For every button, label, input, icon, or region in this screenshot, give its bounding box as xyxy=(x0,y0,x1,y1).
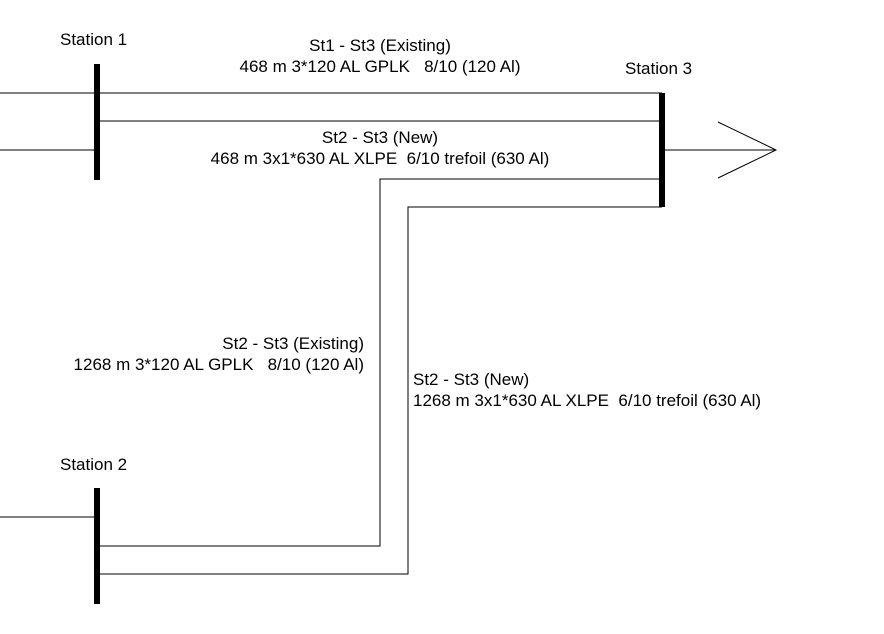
cable-st2-st3-new-line xyxy=(97,206,662,575)
cable-st1-st3-existing-spec: 468 m 3*120 AL GPLK 8/10 (120 Al) xyxy=(239,57,521,76)
cable-st2-st3-existing-spec: 1268 m 3*120 AL GPLK 8/10 (120 Al) xyxy=(73,355,364,374)
station-1-label: Station 1 xyxy=(60,30,128,49)
station-3-label: Station 3 xyxy=(625,59,693,78)
cable-st2-st3-new-top-name: St2 - St3 (New) xyxy=(321,128,439,147)
cable-st2-st3-new-bottom-spec: 1268 m 3x1*630 AL XLPE 6/10 trefoil (630… xyxy=(413,391,762,410)
station-2-label: Station 2 xyxy=(60,455,128,474)
cable-st2-st3-existing-name: St2 - St3 (Existing) xyxy=(222,334,364,353)
cable-st2-st3-new-top-spec: 468 m 3x1*630 AL XLPE 6/10 trefoil (630 … xyxy=(210,149,550,168)
load-arrow-icon xyxy=(717,121,778,179)
cable-st2-st3-existing-line xyxy=(97,178,662,547)
cable-st1-st3-existing-name: St1 - St3 (Existing) xyxy=(309,36,451,55)
cable-st2-st3-new-bottom-name: St2 - St3 (New) xyxy=(413,370,530,389)
